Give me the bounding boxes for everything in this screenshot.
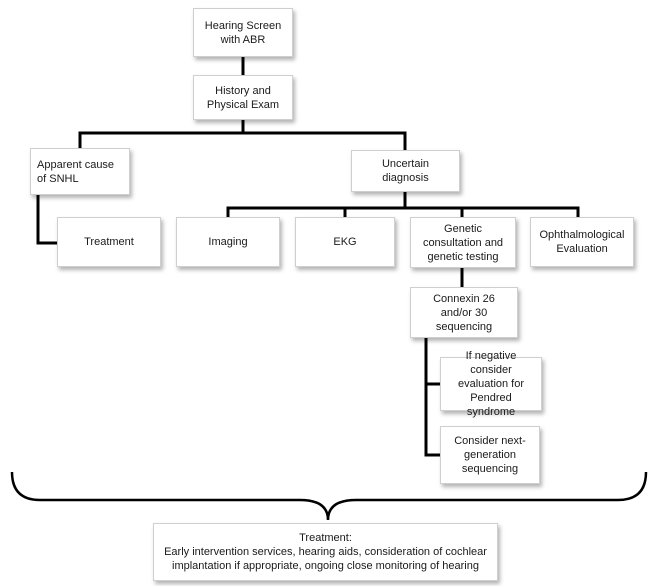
- node-genetic-consultation-label: Genetic consultation and genetic testing: [422, 222, 504, 263]
- node-history-exam-label: History and Physical Exam: [206, 84, 280, 111]
- node-ekg-label: EKG: [333, 236, 357, 248]
- node-ophthalmological-evaluation: Ophthalmological Evaluation: [530, 217, 634, 267]
- node-uncertain-diagnosis-label: Uncertain diagnosis: [381, 158, 430, 184]
- node-uncertain-diagnosis: Uncertain diagnosis: [351, 150, 460, 192]
- final-treatment-body: Early intervention services, hearing aid…: [164, 546, 487, 572]
- node-hearing-screen-label: Hearing Screen with ABR: [204, 19, 282, 46]
- node-next-gen-sequencing-label: Consider next-generation sequencing: [454, 435, 526, 475]
- node-treatment-small-label: Treatment: [84, 236, 134, 248]
- node-hearing-screen: Hearing Screen with ABR: [193, 8, 293, 57]
- node-pendred-evaluation: If negative consider evaluation for Pend…: [440, 350, 542, 418]
- node-final-treatment: Treatment: Early intervention services, …: [153, 523, 498, 581]
- node-pendred-evaluation-label: If negative consider evaluation for Pend…: [457, 350, 525, 418]
- final-treatment-heading: Treatment:: [299, 532, 352, 544]
- node-connexin-sequencing: Connexin 26 and/or 30 sequencing: [410, 287, 518, 338]
- node-apparent-cause: Apparent cause of SNHL: [30, 148, 130, 195]
- node-treatment-small: Treatment: [57, 217, 161, 267]
- node-ophthalmological-evaluation-label: Ophthalmological Evaluation: [539, 229, 625, 255]
- node-connexin-sequencing-label: Connexin 26 and/or 30 sequencing: [433, 292, 495, 333]
- node-genetic-consultation: Genetic consultation and genetic testing: [410, 217, 516, 268]
- node-imaging: Imaging: [176, 217, 280, 267]
- node-next-gen-sequencing: Consider next-generation sequencing: [440, 426, 540, 484]
- node-imaging-label: Imaging: [208, 236, 248, 248]
- node-history-exam: History and Physical Exam: [193, 75, 293, 120]
- node-apparent-cause-label: Apparent cause of SNHL: [37, 158, 115, 185]
- node-ekg: EKG: [295, 217, 395, 267]
- curly-brace: [10, 471, 648, 521]
